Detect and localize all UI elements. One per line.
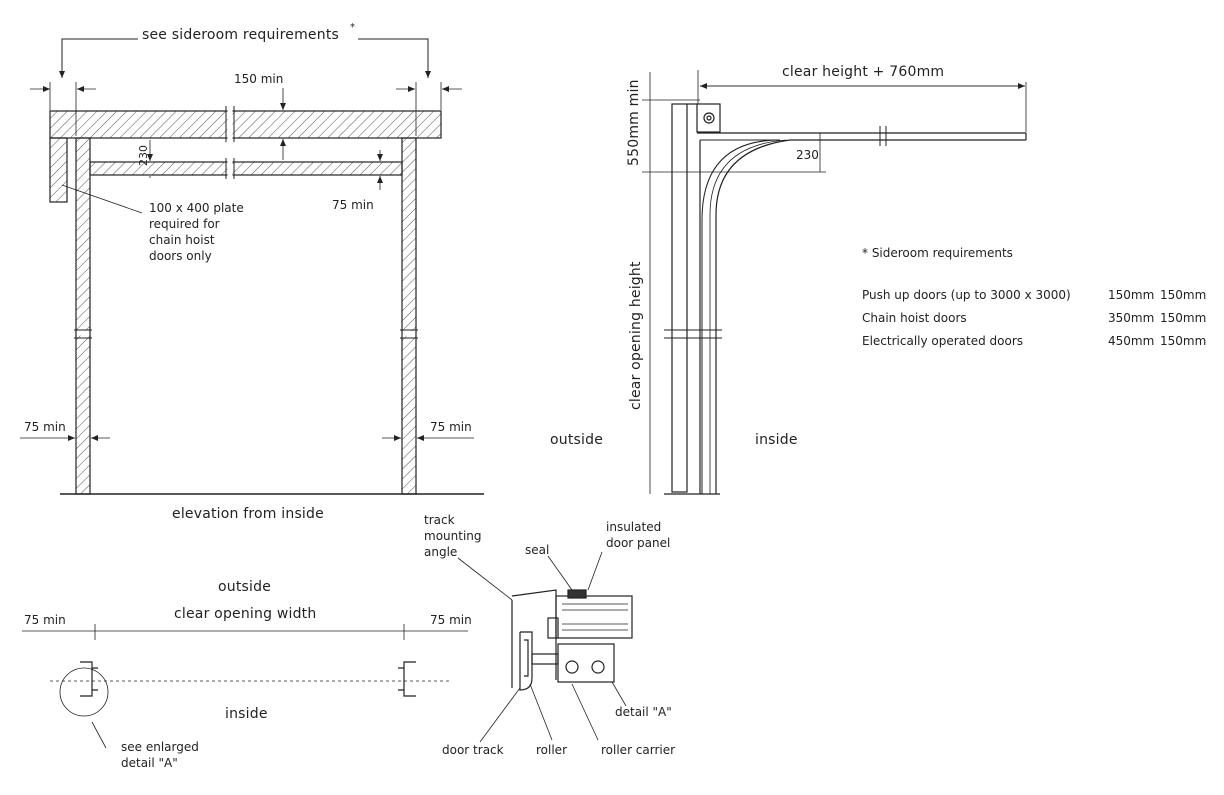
- detail-a-label: detail "A": [615, 705, 672, 719]
- outside-plan-label: outside: [218, 579, 272, 595]
- enlarged-detail-label: see enlarged detail "A": [121, 740, 199, 770]
- track-bracket: [696, 103, 721, 133]
- roller-label: roller: [536, 743, 567, 757]
- track-mounting-angle-label: track mounting angle: [424, 513, 482, 559]
- elevation-view: [20, 38, 484, 495]
- min75-left-elev-label: 75 min: [24, 420, 66, 434]
- sideroom-label: see sideroom requirements: [142, 27, 340, 43]
- dim230-left-label: 230: [137, 145, 150, 166]
- section-view: [642, 70, 1027, 495]
- min75-right-elev-label: 75 min: [430, 420, 472, 434]
- roller-carrier-label: roller carrier: [601, 743, 676, 757]
- door-type: Electrically operated doors: [862, 334, 1024, 348]
- asterisk-mark: *: [350, 22, 355, 33]
- elevation-caption: elevation from inside: [172, 506, 324, 522]
- min150-label: 150 min: [234, 72, 284, 86]
- left-jamb: [75, 137, 91, 495]
- min75-plan-left-label: 75 min: [24, 613, 66, 627]
- sideroom-b: 150mm: [1160, 311, 1207, 325]
- detail-a-drawing: [457, 551, 633, 743]
- plan-view: [22, 624, 468, 749]
- min550-label: 550mm min: [626, 79, 642, 166]
- sideroom-b: 150mm: [1160, 334, 1207, 348]
- dim230-right-label: 230: [796, 148, 819, 162]
- sideroom-title: * Sideroom requirements: [862, 246, 1013, 260]
- sideroom-a: 450mm: [1108, 334, 1155, 348]
- door-panel: [555, 595, 633, 639]
- clear-height-label: clear height + 760mm: [782, 64, 945, 80]
- door-track-label: door track: [442, 743, 504, 757]
- inside-plan-label: inside: [225, 706, 268, 722]
- sideroom-a: 150mm: [1108, 288, 1155, 302]
- clear-opening-height-label: clear opening height: [628, 261, 644, 410]
- sideroom-b: 150mm: [1160, 288, 1207, 302]
- plate-note: 100 x 400 plate required for chain hoist…: [149, 201, 244, 263]
- head-beam: [89, 161, 403, 176]
- sideroom-a: 350mm: [1108, 311, 1155, 325]
- min75-plan-right-label: 75 min: [430, 613, 472, 627]
- right-jamb: [401, 137, 417, 495]
- door-type: Push up doors (up to 3000 x 3000): [862, 288, 1071, 302]
- outside-section-label: outside: [550, 432, 604, 448]
- min75-header-label: 75 min: [332, 198, 374, 212]
- jamb-post: [671, 103, 688, 493]
- seal-label: seal: [525, 543, 550, 557]
- insulated-panel-label: insulated door panel: [606, 520, 671, 550]
- roller-carrier: [557, 643, 615, 683]
- clear-opening-width-label: clear opening width: [174, 606, 317, 622]
- lintel: [49, 110, 442, 139]
- door-type: Chain hoist doors: [862, 311, 967, 325]
- enlarge-callout: [59, 667, 109, 717]
- hoist-plate: [49, 137, 68, 203]
- inside-section-label: inside: [755, 432, 798, 448]
